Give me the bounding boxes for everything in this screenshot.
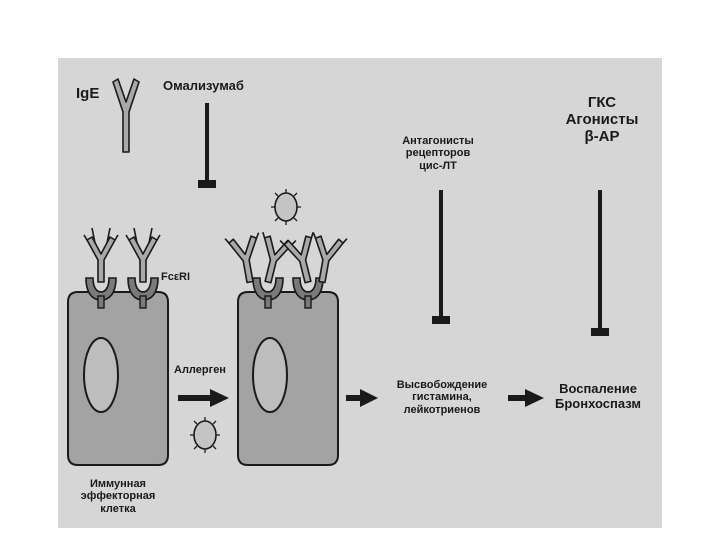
inflammation-label: Воспаление Бронхоспазм bbox=[555, 381, 641, 411]
effector-cell-activated bbox=[224, 188, 348, 466]
omalizumab-label: Омализумаб bbox=[163, 78, 244, 93]
arrow-allergen-activation bbox=[178, 389, 229, 407]
gcs-agonist-inhibition-bar bbox=[591, 190, 609, 336]
allergen-label: Аллерген bbox=[174, 364, 226, 376]
mediator-release-label: Высвобождение гистамина, лейкотриенов bbox=[396, 379, 488, 416]
bound-ige-antibody bbox=[83, 234, 119, 283]
free-ige-antibody bbox=[112, 78, 140, 153]
lt-antagonist-inhibition-bar bbox=[432, 190, 450, 324]
allergen-particle bbox=[189, 416, 221, 454]
effector-cell-resting bbox=[67, 227, 169, 466]
cell-nucleus bbox=[252, 337, 288, 413]
cell-nucleus bbox=[83, 337, 119, 413]
omalizumab-inhibition-bar bbox=[198, 103, 216, 188]
bound-ige-antibody bbox=[125, 234, 161, 283]
bound-allergen-particle bbox=[270, 188, 302, 226]
gcs-agonists-label: ГКС Агонисты β-АР bbox=[565, 94, 639, 145]
fceri-label: FcεRI bbox=[161, 271, 191, 283]
arrow-to-mediator-release bbox=[346, 389, 378, 407]
arrow-to-inflammation bbox=[508, 389, 544, 407]
ige-label: IgE bbox=[76, 85, 100, 102]
lt-antagonists-label: Антагонисты рецепторов цис-ЛТ bbox=[402, 135, 474, 172]
effector-cell-label: Иммунная эффекторная клетка bbox=[80, 478, 156, 515]
crosslinked-ige-antibody bbox=[224, 231, 268, 286]
